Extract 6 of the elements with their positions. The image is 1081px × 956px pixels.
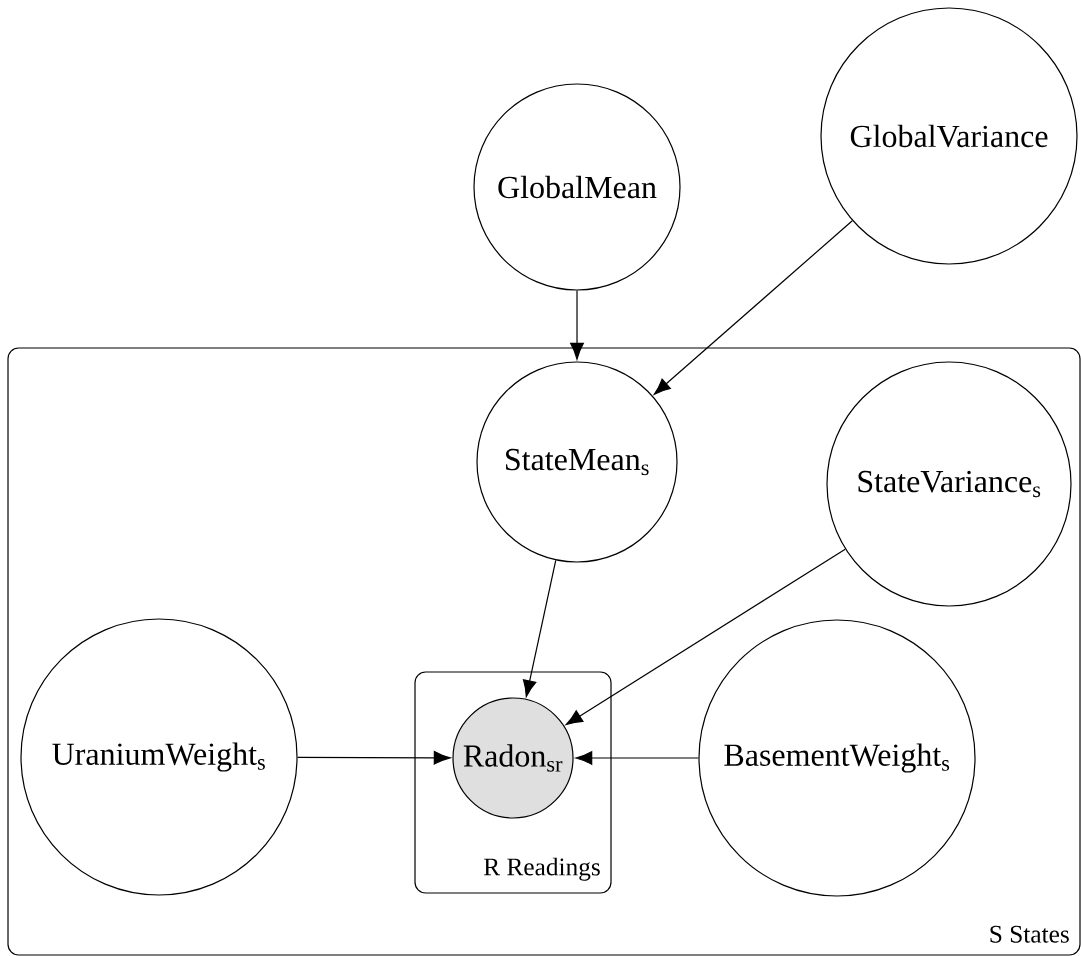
arrow [575, 751, 699, 765]
arrow [653, 220, 853, 395]
arrow [297, 750, 451, 765]
arrow [565, 548, 846, 726]
arrow [570, 290, 584, 360]
arrow [522, 559, 557, 698]
